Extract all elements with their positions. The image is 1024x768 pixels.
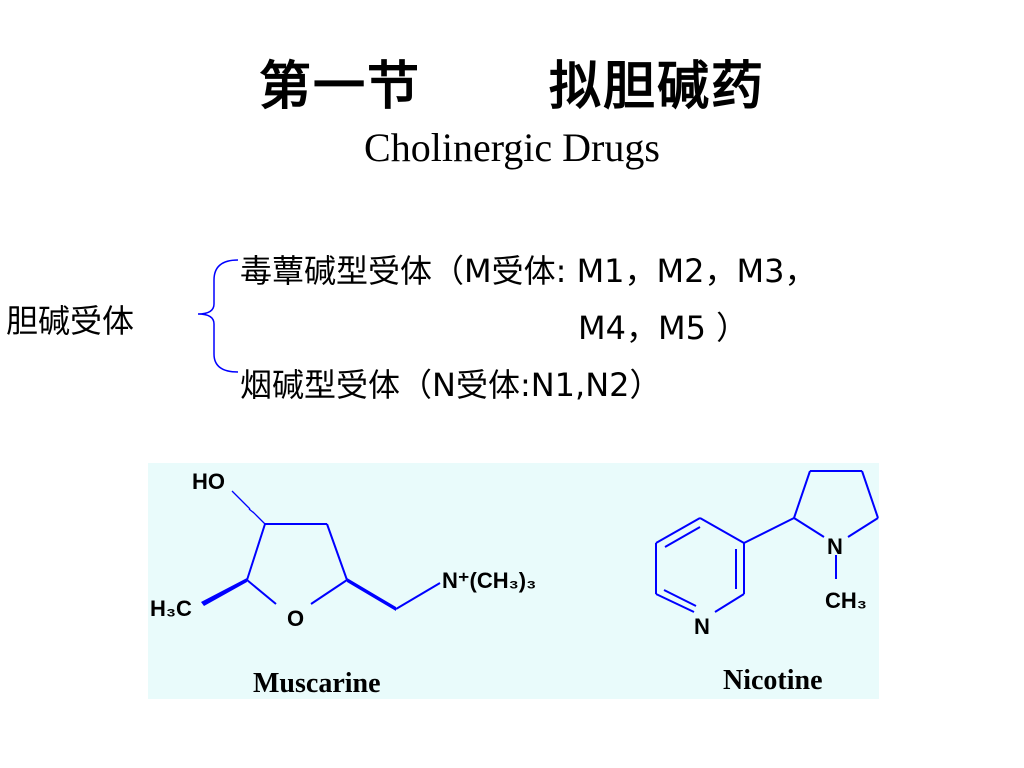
page-title: 第一节 拟胆碱药 — [258, 56, 766, 117]
pyrrolidine-nitrogen-label: N — [827, 534, 843, 559]
chemical-structures-panel: HO H₃C O N⁺(CH₃)₃ Muscarine N N CH₃ Nico… — [148, 463, 879, 699]
nicotine-methyl-label: CH₃ — [825, 588, 867, 613]
nicotinic-receptor-line: 烟碱型受体（N受体:N1,N2） — [240, 366, 662, 404]
muscarine-structure — [201, 490, 441, 611]
curly-brace-icon — [197, 259, 239, 373]
nicotine-name: Nicotine — [723, 665, 823, 696]
page-subtitle: Cholinergic Drugs — [364, 125, 660, 170]
pyridine-nitrogen-label: N — [694, 614, 710, 639]
receptor-root-label: 胆碱受体 — [6, 302, 135, 340]
muscarine-ho-label: HO — [192, 469, 225, 494]
muscarine-methyl-label: H₃C — [150, 596, 192, 621]
muscarinic-receptor-line1: 毒蕈碱型受体（M受体: M1，M2，M3， — [240, 252, 817, 290]
muscarine-oxygen-label: O — [287, 606, 304, 631]
muscarinic-receptor-line2: M4，M5 ） — [578, 309, 749, 347]
muscarine-ammonium-label: N⁺(CH₃)₃ — [442, 568, 536, 593]
muscarine-name: Muscarine — [253, 668, 381, 699]
nicotine-structure — [655, 470, 879, 613]
